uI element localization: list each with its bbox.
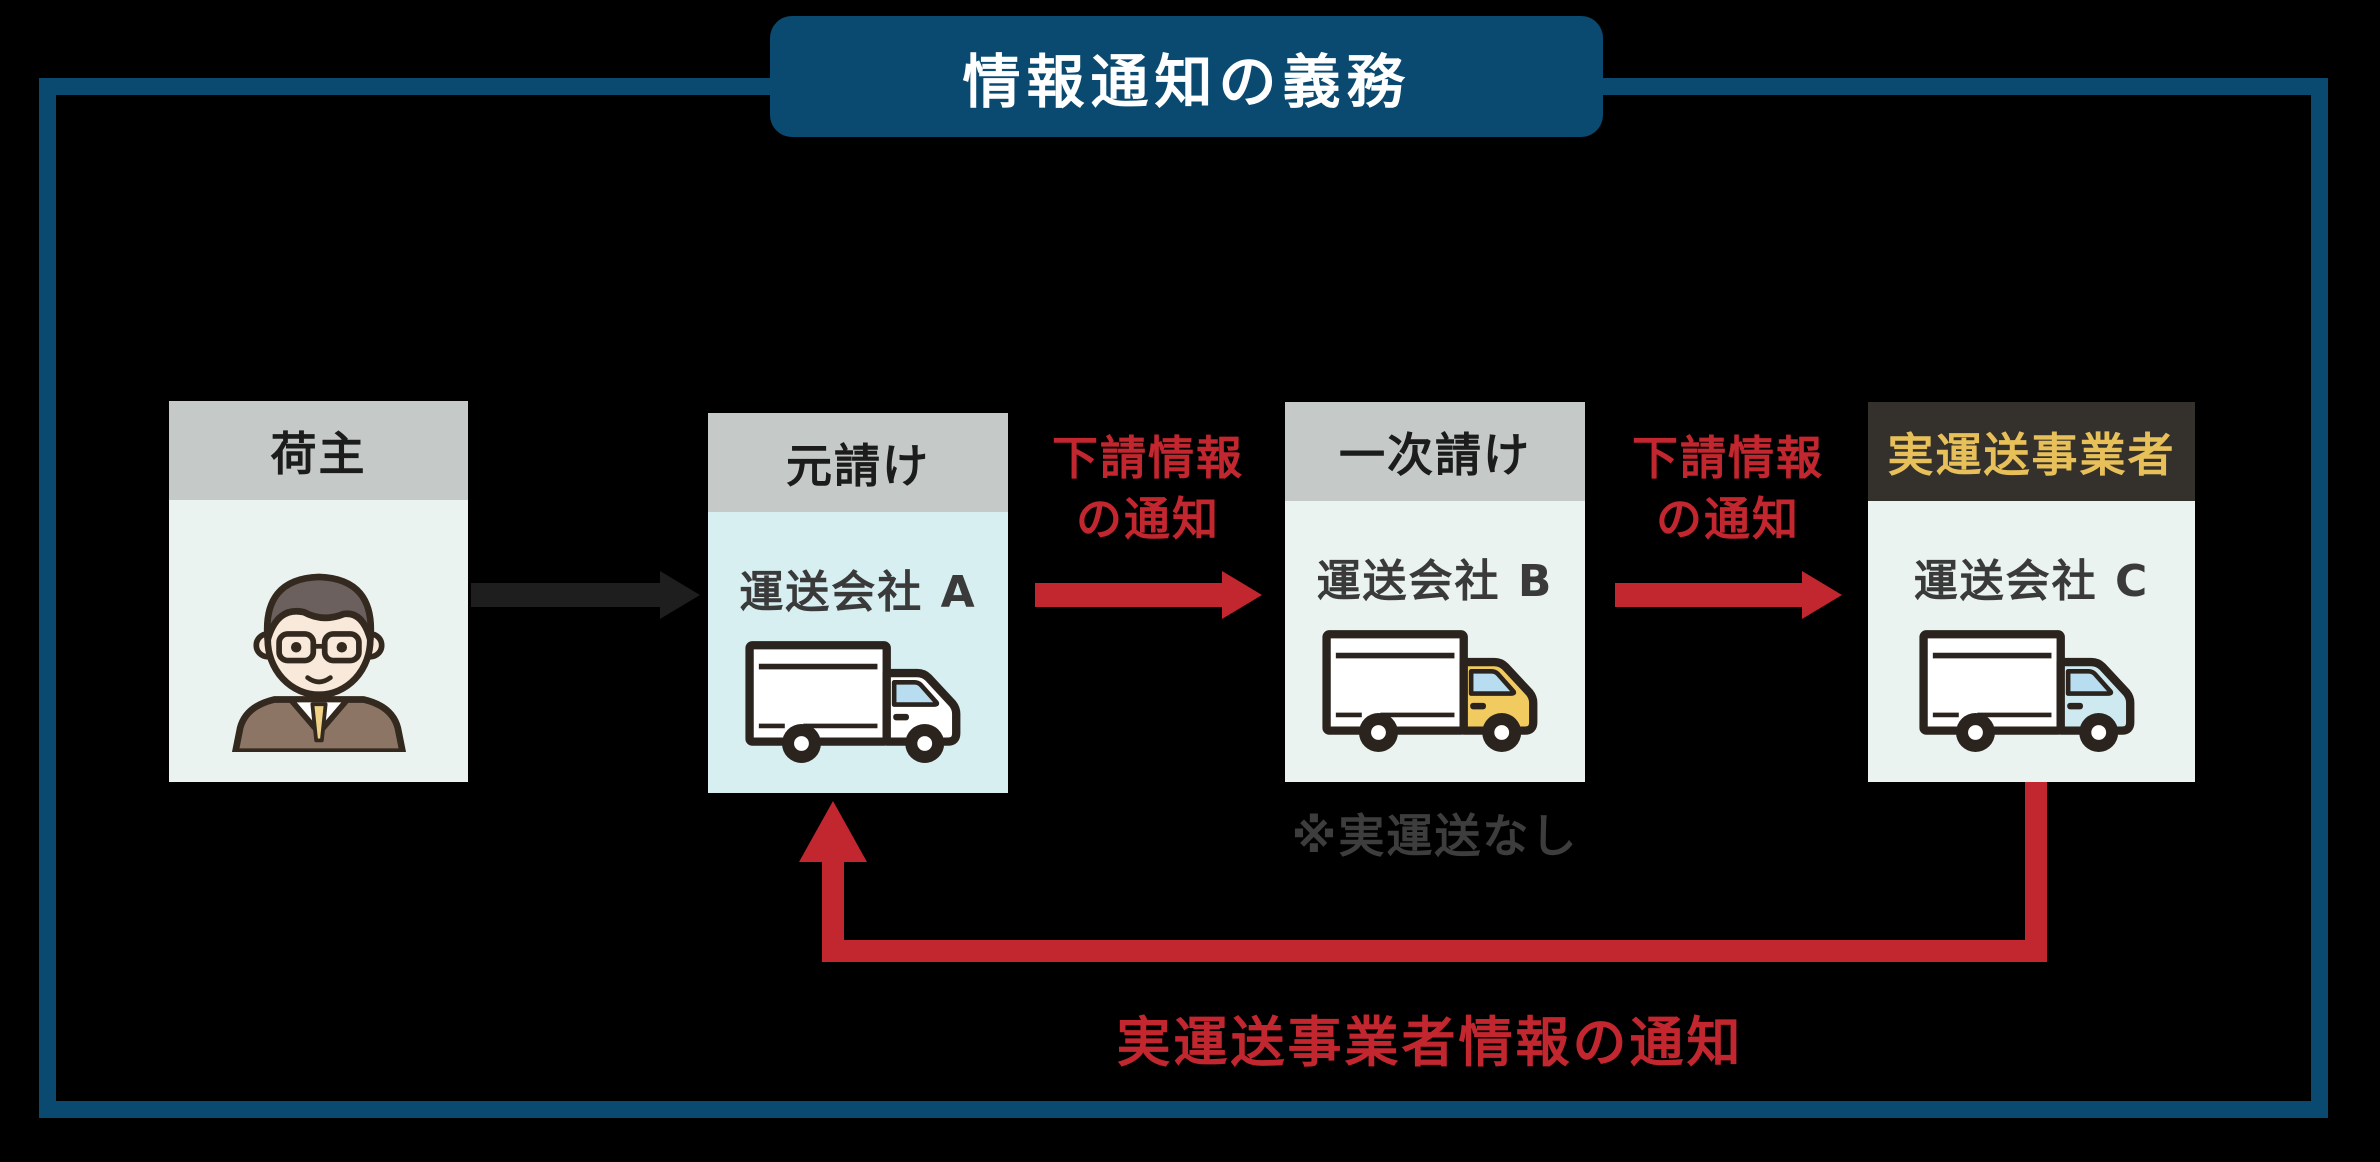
truck-icon (745, 641, 961, 763)
company-b-label: 運送会社 B (1316, 556, 1554, 607)
entity-prime-body: 運送会社 A (708, 512, 1008, 793)
entity-prime-contractor: 元請け 運送会社 A (708, 413, 1008, 793)
entity-prime-header: 元請け (708, 413, 1008, 512)
label-no-actual-transport: ※実運送なし (1291, 809, 1579, 863)
label-subcontract-info-2-line2: の通知 (1656, 491, 1800, 546)
entity-first-header: 一次請け (1285, 402, 1585, 501)
page-title: 情報通知の義務 (770, 16, 1603, 137)
entity-actual-carrier: 実運送事業者 運送会社 C (1868, 402, 2195, 782)
entity-actual-header: 実運送事業者 (1868, 402, 2195, 501)
entity-first-body: 運送会社 B (1285, 501, 1585, 782)
entity-shipper: 荷主 (169, 401, 468, 782)
label-subcontract-info-1: 下請情報 の通知 (998, 428, 1298, 549)
company-c-label: 運送会社 C (1913, 556, 2150, 607)
label-subcontract-info-2: 下請情報 の通知 (1578, 428, 1878, 549)
diagram-border (39, 78, 2328, 1118)
company-a-label: 運送会社 A (739, 567, 977, 618)
truck-icon (1322, 630, 1538, 752)
person-icon (231, 573, 406, 752)
label-subcontract-info-1-line2: の通知 (1076, 491, 1220, 546)
truck-icon (1918, 630, 2134, 752)
label-actual-carrier-info: 実運送事業者情報の通知 (1116, 1011, 1744, 1074)
entity-shipper-header: 荷主 (169, 401, 468, 500)
entity-shipper-body (169, 500, 468, 782)
page-title-text: 情報通知の義務 (962, 47, 1411, 116)
label-subcontract-info-1-line1: 下請情報 (1052, 431, 1244, 485)
label-subcontract-info-2-line1: 下請情報 (1632, 431, 1824, 485)
entity-first-subcontractor: 一次請け 運送会社 B (1285, 402, 1585, 782)
entity-actual-body: 運送会社 C (1868, 501, 2195, 782)
